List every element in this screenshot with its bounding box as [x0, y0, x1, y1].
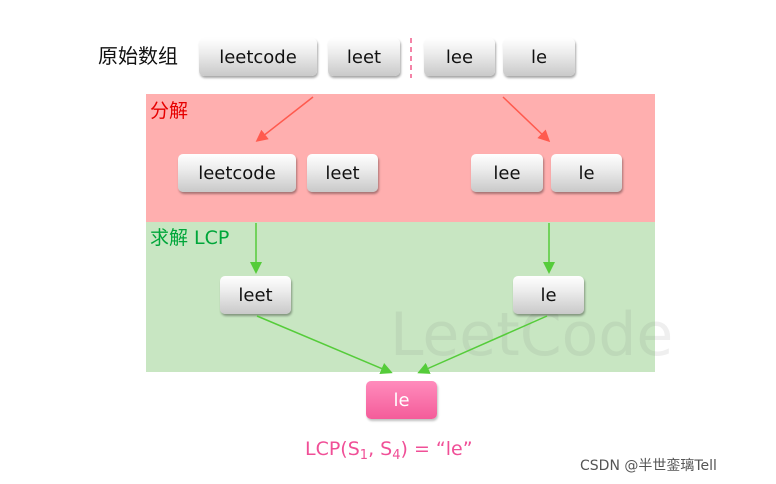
- original-item-le: le: [503, 38, 575, 76]
- decomposed-item-leetcode: leetcode: [178, 154, 296, 192]
- merge-arrow-right: [417, 315, 548, 374]
- original-array-title: 原始数组: [98, 44, 178, 68]
- decomposed-item-lee: lee: [471, 154, 543, 192]
- decompose-label: 分解: [150, 100, 189, 122]
- solve-lcp-label: 求解 LCP: [150, 227, 230, 249]
- original-item-leetcode: leetcode: [199, 38, 317, 76]
- merge-arrow-left: [256, 315, 393, 375]
- formula-sub1: 1: [359, 448, 369, 463]
- solved-item-leet: leet: [220, 276, 291, 314]
- decomposed-item-le: le: [551, 154, 622, 192]
- formula-suffix: ) = “le”: [400, 438, 473, 460]
- decompose-arrow-right: [502, 96, 551, 143]
- formula-sub2: 4: [392, 448, 401, 463]
- csdn-watermark: CSDN @半世銮璃Tell: [580, 458, 717, 474]
- lcp-formula: LCP(S1, S4) = “le”: [305, 438, 473, 463]
- solved-item-le: le: [513, 276, 584, 314]
- decomposed-item-leet: leet: [307, 154, 378, 192]
- formula-prefix: LCP(S: [305, 438, 360, 460]
- original-item-lee: lee: [424, 38, 495, 76]
- decompose-arrow-left: [255, 96, 314, 142]
- result-box: le: [366, 381, 437, 419]
- formula-mid: , S: [368, 438, 393, 460]
- original-item-leet: leet: [328, 38, 400, 76]
